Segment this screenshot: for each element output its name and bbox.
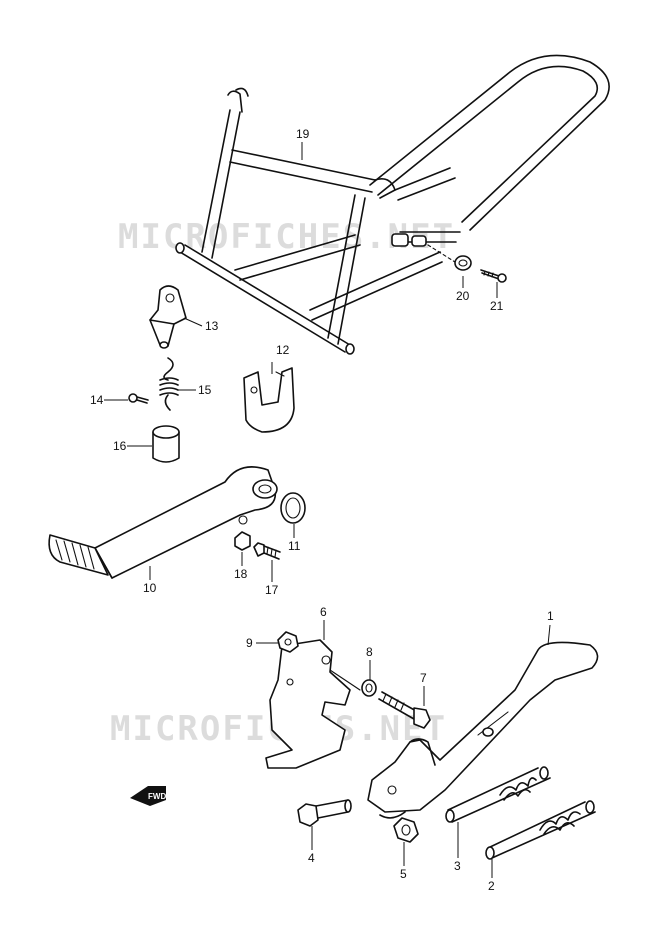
part-15-spring (159, 357, 179, 411)
callout-21: 21 (490, 299, 504, 313)
callout-4: 4 (308, 851, 315, 865)
leader-lines (104, 142, 551, 878)
part-4-pivot-bolt (297, 799, 352, 827)
part-19-center-stand (175, 54, 610, 355)
part-16-collar (152, 425, 180, 463)
callout-6: 6 (320, 605, 327, 619)
part-14-bolt (128, 393, 149, 404)
part-5-nut (393, 817, 419, 843)
fwd-arrow-icon: FWD (130, 786, 166, 806)
callout-9: 9 (246, 636, 253, 650)
part-11-washer (280, 492, 306, 524)
callout-19: 19 (296, 127, 310, 141)
part-17-bolt (253, 542, 281, 560)
callout-7: 7 (420, 671, 427, 685)
part-12-guard (243, 367, 295, 433)
callout-8: 8 (366, 645, 373, 659)
callouts: 19 20 21 13 12 14 15 16 10 11 18 17 6 9 … (90, 127, 554, 893)
part-18-nut (234, 531, 251, 551)
callout-12: 12 (276, 343, 290, 357)
callout-18: 18 (234, 567, 248, 581)
part-1-side-stand (367, 641, 599, 819)
callout-20: 20 (456, 289, 470, 303)
part-6-bracket (265, 639, 361, 769)
callout-11: 11 (288, 539, 301, 553)
part-2-spring (485, 800, 596, 860)
callout-15: 15 (198, 383, 212, 397)
callout-14: 14 (90, 393, 104, 407)
callout-13: 13 (205, 319, 219, 333)
part-20-stopper (454, 255, 472, 271)
callout-10: 10 (143, 581, 157, 595)
part-10-kick-lever (48, 466, 278, 579)
fwd-label: FWD (148, 792, 166, 801)
part-8-washer (361, 679, 377, 697)
callout-3: 3 (454, 859, 461, 873)
part-7-bolt (378, 691, 431, 729)
part-13-bracket (149, 285, 187, 349)
callout-16: 16 (113, 439, 127, 453)
part-9-nut (277, 631, 299, 653)
part-3-spring (445, 766, 551, 823)
callout-1: 1 (547, 609, 554, 623)
callout-17: 17 (265, 583, 279, 597)
part-21-screw (480, 269, 507, 283)
callout-5: 5 (400, 867, 407, 881)
callout-2: 2 (488, 879, 495, 893)
